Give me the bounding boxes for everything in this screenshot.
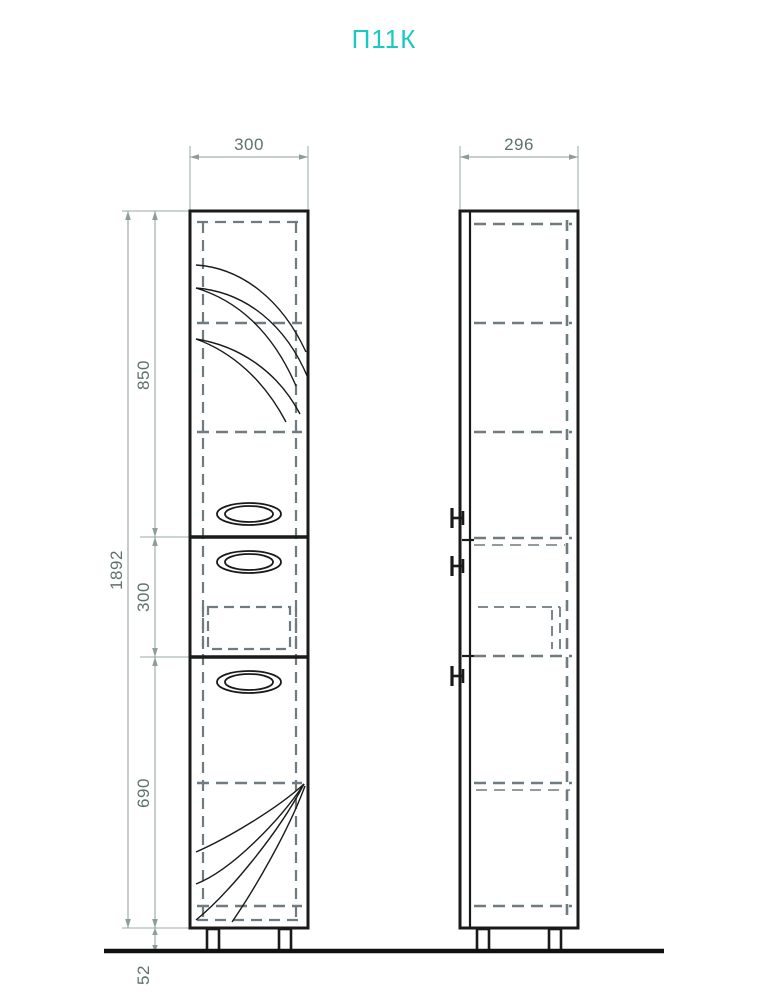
side-carcass-outline: [458, 209, 580, 930]
arrow-lower-door-bottom: [152, 919, 158, 928]
oval-handle-lower[interactable]: [216, 670, 282, 694]
dimension-chain-inner: 850 300 690: [134, 211, 158, 928]
hidden-drawer-box-side: [478, 606, 561, 649]
arrow-lower-door-top: [152, 657, 158, 666]
front-view-cabinet: [188, 209, 310, 953]
handle-outer-ellipse-lower: [216, 670, 282, 694]
decor-curve-u3: [195, 287, 297, 387]
decor-curve-u5: [195, 338, 287, 423]
dimension-width-side: 296: [459, 135, 579, 212]
door-edge-joints-side: [462, 538, 474, 658]
dim-label-upper-door: 850: [134, 360, 153, 390]
decor-curve-u2: [195, 287, 309, 379]
arrow-side-right: [569, 154, 578, 160]
leg-left-side: [475, 927, 491, 953]
dim-label-width-front: 300: [234, 135, 264, 154]
hidden-drawer-box: [201, 605, 298, 651]
arrow-front-left: [190, 154, 199, 160]
handle-profile-upper-side[interactable]: [450, 508, 465, 528]
side-view-cabinet: [450, 209, 580, 953]
oval-handle-drawer[interactable]: [216, 550, 282, 574]
decor-curve-l3: [195, 783, 305, 921]
decor-curve-l4: [231, 785, 306, 923]
dim-label-width-side: 296: [504, 135, 534, 154]
dimension-width-front: 300: [189, 135, 309, 212]
arrow-upper-door-bottom: [152, 528, 158, 537]
arrow-drawer-bottom: [152, 648, 158, 657]
handle-inner-ellipse-lower: [224, 673, 274, 691]
oval-handle-upper[interactable]: [216, 502, 282, 526]
arrow-upper-door-top: [152, 211, 158, 220]
handle-outer-ellipse-upper: [216, 502, 282, 526]
hidden-drawer-rect: [206, 605, 292, 651]
leg-left-front: [205, 927, 221, 953]
decor-curve-l1: [195, 783, 305, 853]
handle-profile-drawer-side[interactable]: [450, 556, 465, 576]
arrow-total-top: [125, 211, 131, 220]
arrow-leg-bottom: [152, 945, 158, 952]
leg-right-side: [547, 927, 563, 953]
handle-outer-ellipse-drawer: [216, 550, 282, 574]
dim-label-total-height: 1892: [107, 550, 126, 590]
handle-profile-lower-side[interactable]: [450, 666, 465, 686]
dimension-leg-height: 52: [134, 928, 158, 985]
page-title: П11К: [352, 24, 417, 54]
handle-inner-ellipse-upper: [224, 505, 274, 523]
arrow-leg-top: [152, 928, 158, 935]
dim-label-lower-door: 690: [134, 778, 153, 808]
decor-curve-u1: [195, 264, 307, 353]
arrow-side-left: [460, 154, 469, 160]
leg-right-front: [277, 927, 293, 953]
decor-curve-u4: [195, 338, 301, 415]
arrow-front-right: [299, 154, 308, 160]
frond-decor-lower: [195, 783, 306, 923]
handle-inner-ellipse-drawer: [224, 553, 274, 571]
dimension-total-height: 1892: [107, 211, 131, 928]
arrow-total-bottom: [125, 919, 131, 928]
frond-decor-upper: [195, 264, 309, 423]
arrow-drawer-top: [152, 537, 158, 546]
dim-label-drawer: 300: [134, 582, 153, 612]
handle-profile-marks-side: [450, 508, 465, 686]
decor-curve-l2: [195, 783, 305, 885]
dim-label-leg-height: 52: [134, 965, 153, 985]
